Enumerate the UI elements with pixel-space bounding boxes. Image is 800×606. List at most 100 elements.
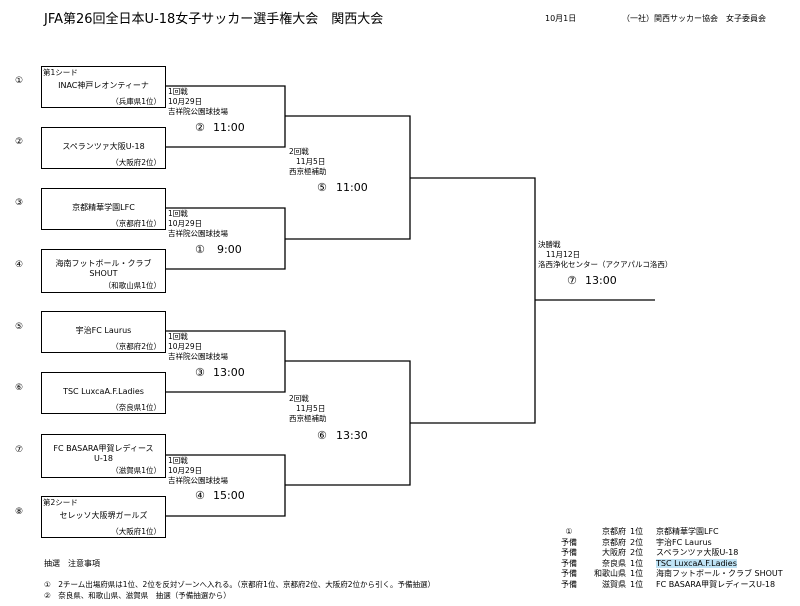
match-date: 10月29日: [168, 342, 203, 351]
team-box: TSC LuxcaA.F.Ladies （奈良県1位）: [41, 372, 166, 414]
notes-heading: 抽選 注意事項: [44, 559, 100, 568]
team-name: FC BASARA甲賀レディース: [53, 444, 154, 453]
result-rank: 2位: [630, 537, 644, 547]
slot-number: ③: [15, 198, 24, 208]
result-team: FC BASARA甲賀レディースU-18: [656, 579, 776, 589]
team-name: INAC神戸レオンティーナ: [58, 81, 149, 90]
team-box: 京都精華学園LFC （京都府1位）: [41, 188, 166, 230]
round-label: 1回戦: [168, 209, 188, 218]
result-slot: 予備: [561, 579, 577, 589]
match-number: ④: [195, 489, 205, 502]
table-row: 予備 滋賀県 1位 FC BASARA甲賀レディースU-18: [548, 580, 787, 591]
match-number: ②: [195, 121, 205, 134]
round-label: 1回戦: [168, 332, 188, 341]
team-name: TSC LuxcaA.F.Ladies: [63, 387, 144, 396]
result-prefecture: 和歌山県: [594, 569, 626, 578]
match-date: 11月5日: [296, 404, 326, 413]
team-name-line2: SHOUT: [89, 269, 118, 278]
team-prefecture: （京都府2位）: [111, 342, 161, 351]
team-box: 宇治FC Laurus （京都府2位）: [41, 311, 166, 353]
match-number: ⑤: [317, 181, 327, 194]
match-time: 15:00: [213, 489, 245, 502]
team-name: スペランツァ大阪U-18: [62, 142, 145, 151]
seed-label: 第2シード: [43, 498, 78, 507]
team-prefecture: （兵庫県1位）: [111, 97, 161, 106]
slot-number: ④: [15, 260, 24, 270]
match-info: 1回戦 10月29日 吉祥院公園球技場: [168, 332, 228, 362]
result-rank: 2位: [630, 548, 644, 557]
round-label: 2回戦: [289, 147, 309, 156]
match-date: 10月29日: [168, 219, 203, 228]
result-team: 京都精華学園LFC: [656, 527, 719, 536]
team-name: 海南フットボール・クラブ: [55, 259, 152, 268]
match-time: 13:00: [585, 274, 617, 287]
match-venue: 吉祥院公園球技場: [168, 107, 228, 116]
team-name: セレッソ大阪堺ガールズ: [59, 511, 148, 520]
match-date: 11月5日: [296, 157, 326, 166]
round-label: 1回戦: [168, 456, 188, 465]
result-team: 海南フットボール・クラブ SHOUT: [656, 569, 783, 578]
match-number: ③: [195, 366, 205, 379]
match-time: 13:30: [336, 429, 368, 442]
team-prefecture: （和歌山県1位）: [103, 281, 161, 290]
result-rank: 1位: [630, 569, 644, 578]
table-row: 予備 和歌山県 1位 海南フットボール・クラブ SHOUT: [548, 569, 787, 580]
match-number: ⑦: [567, 274, 577, 287]
result-prefecture: 滋賀県: [602, 579, 626, 589]
match-time: 11:00: [213, 121, 245, 134]
match-info: 2回戦 11月5日 西京極補助: [289, 394, 327, 424]
result-team: 宇治FC Laurus: [656, 537, 712, 547]
result-slot: 予備: [561, 537, 577, 547]
match-number: ①: [195, 243, 205, 256]
round-label: 2回戦: [289, 394, 309, 403]
team-box: 第1シード INAC神戸レオンティーナ （兵庫県1位）: [41, 66, 166, 108]
match-venue: 西京極補助: [289, 414, 327, 423]
slot-number: ⑦: [15, 445, 24, 455]
result-rank: 1位: [630, 527, 644, 536]
match-venue: 吉祥院公園球技場: [168, 352, 228, 361]
team-name-line2: U-18: [94, 454, 113, 463]
team-name: 京都精華学園LFC: [72, 203, 135, 212]
team-prefecture: （京都府1位）: [111, 219, 161, 228]
result-prefecture: 大阪府: [602, 548, 626, 557]
result-slot: 予備: [561, 548, 577, 557]
match-info: 2回戦 11月5日 西京極補助: [289, 147, 327, 177]
round-label: 1回戦: [168, 87, 188, 96]
table-row: ① 京都府 1位 京都精華学園LFC: [548, 527, 787, 538]
match-venue: 吉祥院公園球技場: [168, 229, 228, 238]
match-venue: 洛西浄化センター（アクアパルコ洛西）: [538, 260, 673, 269]
result-team: TSC LuxcaA.F.Ladies: [656, 558, 737, 568]
result-prefecture: 奈良県: [602, 558, 626, 568]
result-slot: 予備: [561, 558, 577, 568]
table-row: 予備 奈良県 1位 TSC LuxcaA.F.Ladies: [548, 558, 787, 570]
draw-results-table: ① 京都府 1位 京都精華学園LFC 予備 京都府 2位 宇治FC Laurus…: [548, 527, 787, 590]
slot-number: ⑧: [15, 507, 24, 517]
match-date: 11月12日: [546, 250, 581, 259]
slot-number: ⑥: [15, 383, 24, 393]
page-title: JFA第26回全日本U-18女子サッカー選手権大会 関西大会: [44, 12, 384, 27]
team-prefecture: （奈良県1位）: [111, 403, 161, 412]
result-slot: 予備: [561, 569, 577, 578]
team-box: 海南フットボール・クラブ SHOUT （和歌山県1位）: [41, 249, 166, 293]
team-box: スペランツァ大阪U-18 （大阪府2位）: [41, 127, 166, 169]
match-info: 1回戦 10月29日 吉祥院公園球技場: [168, 456, 228, 486]
match-date: 10月29日: [168, 97, 203, 106]
match-info: 1回戦 10月29日 吉祥院公園球技場: [168, 209, 228, 239]
result-team: スペランツァ大阪U-18: [656, 548, 739, 557]
notes-line: ② 奈良県、和歌山県、滋賀県 抽選（予備抽選から）: [44, 591, 231, 600]
match-info: 決勝戦 11月12日 洛西浄化センター（アクアパルコ洛西）: [538, 240, 672, 270]
result-rank: 1位: [630, 579, 644, 589]
notes-line: ① 2チーム出場府県は1位、2位を反対ゾーンへ入れる。（京都府1位、京都府2位、…: [44, 580, 436, 589]
organizer: （一社）関西サッカー協会 女子委員会: [622, 14, 766, 23]
slot-number: ①: [15, 76, 24, 86]
match-venue: 吉祥院公園球技場: [168, 476, 228, 485]
match-info: 1回戦 10月29日 吉祥院公園球技場: [168, 87, 228, 117]
result-rank: 1位: [630, 558, 644, 568]
match-date: 10月29日: [168, 466, 203, 475]
match-number: ⑥: [317, 429, 327, 442]
match-venue: 西京極補助: [289, 167, 327, 176]
issue-date: 10月1日: [545, 14, 577, 23]
seed-label: 第1シード: [43, 68, 78, 77]
team-box: FC BASARA甲賀レディース U-18 （滋賀県1位）: [41, 434, 166, 478]
